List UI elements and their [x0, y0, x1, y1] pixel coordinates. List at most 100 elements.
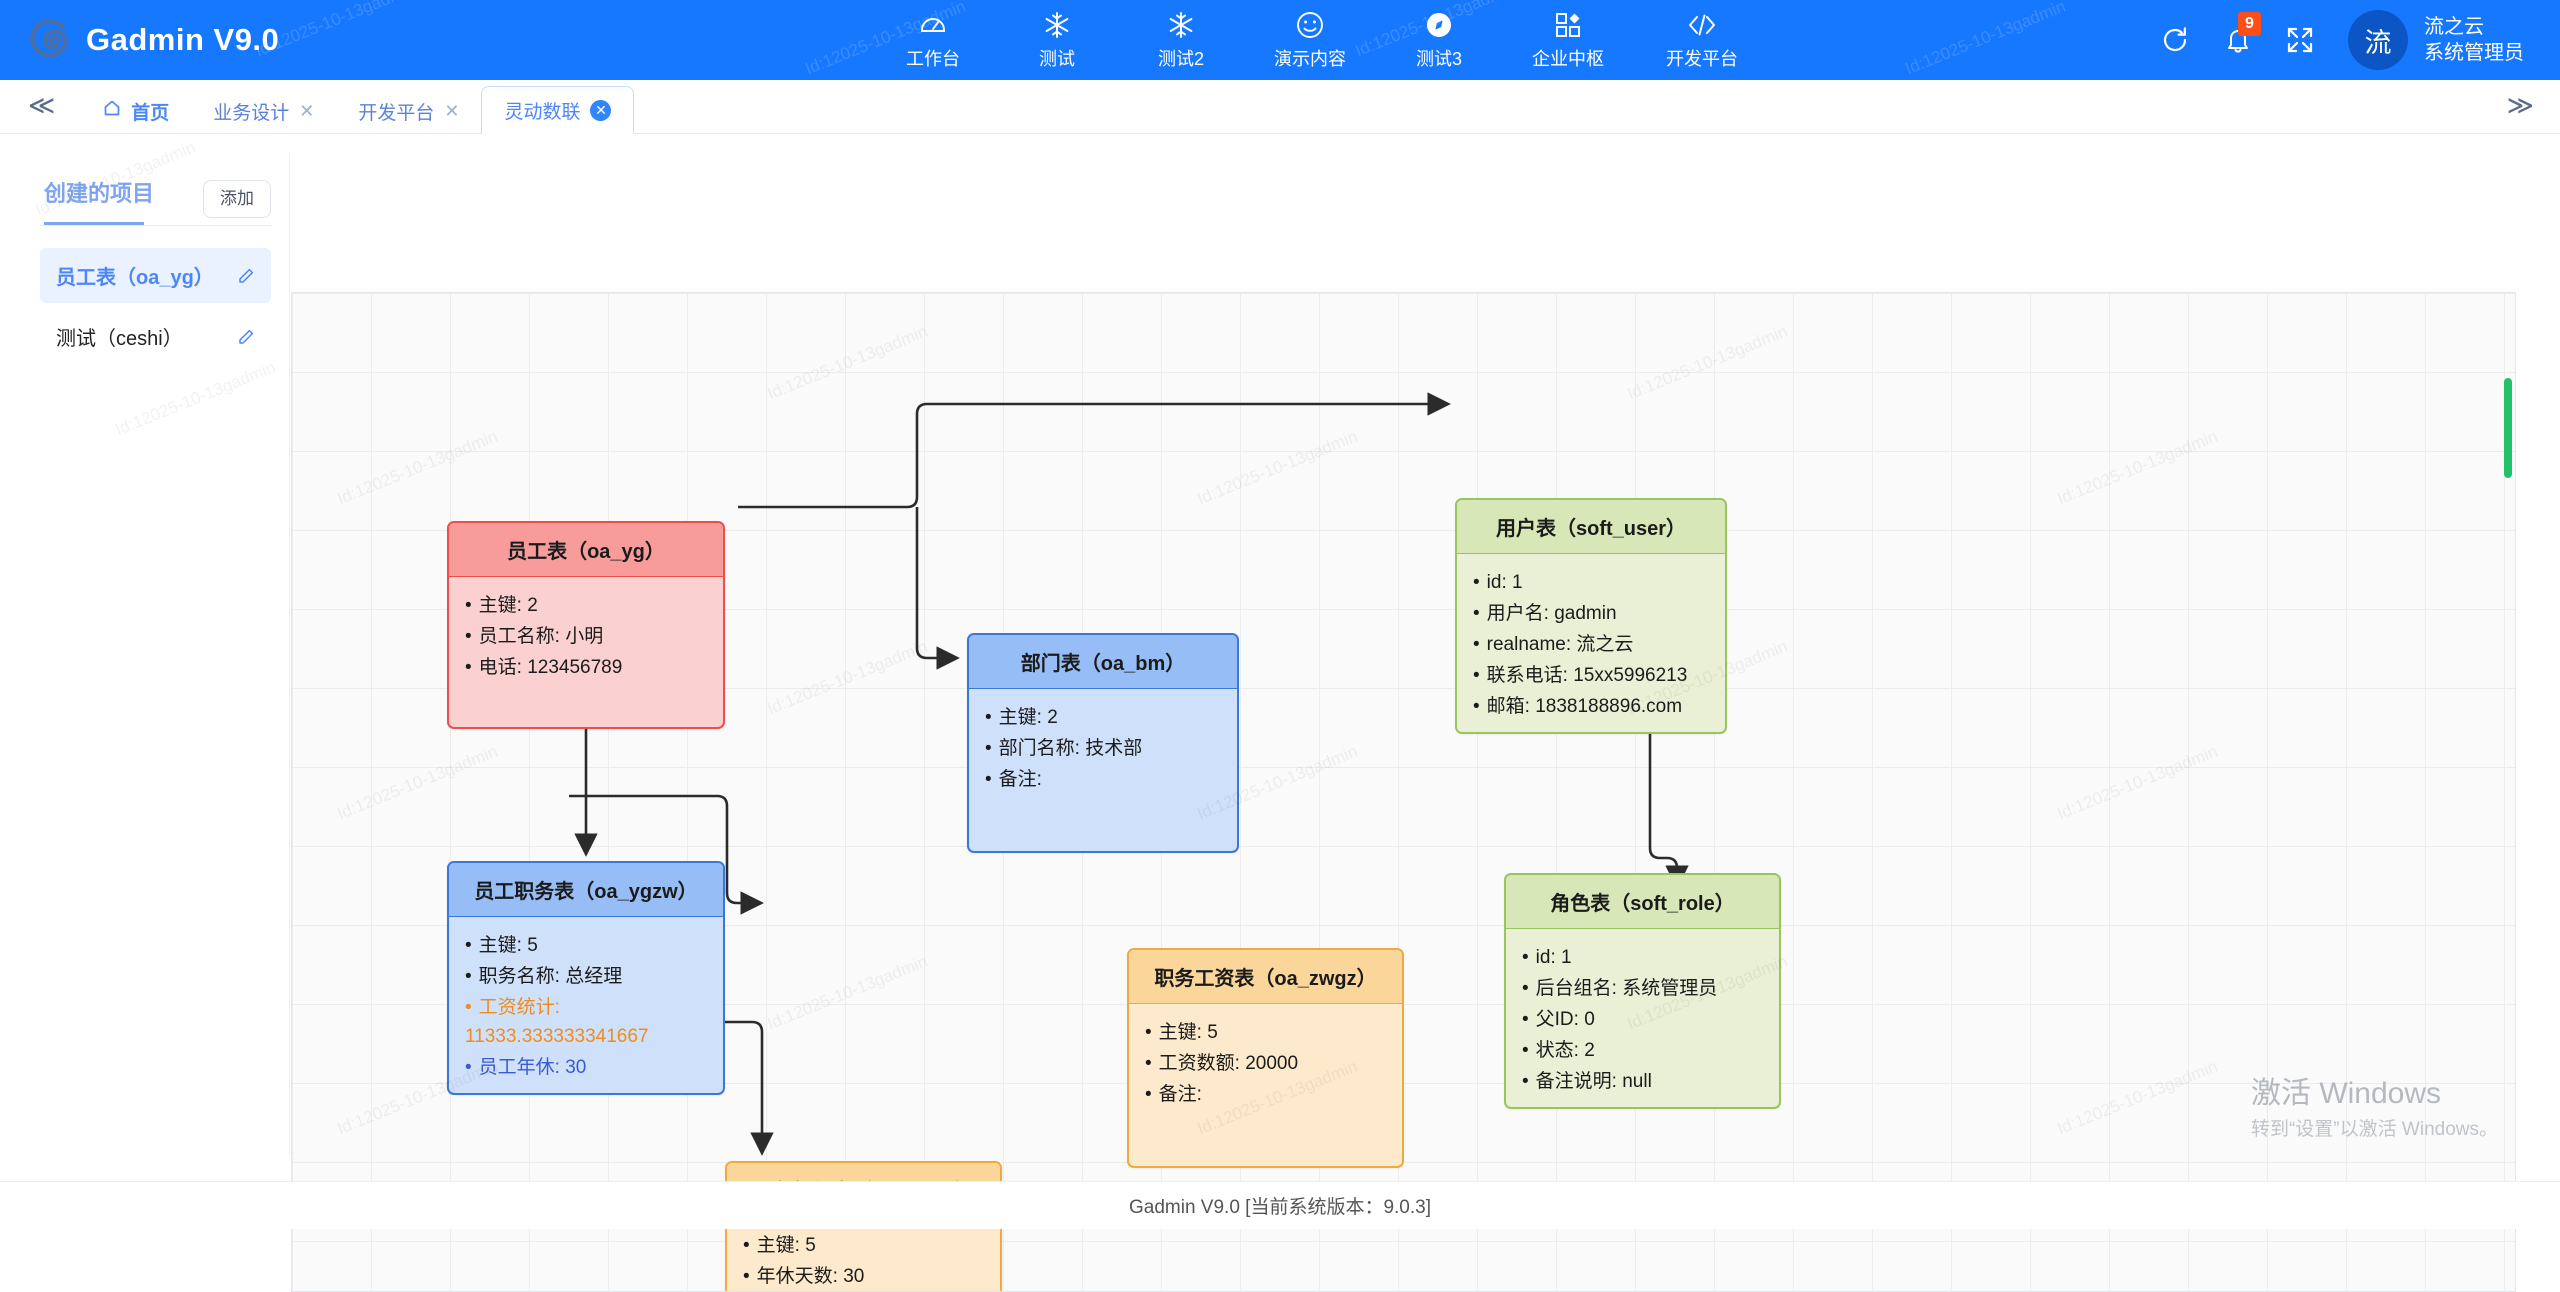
- brand: Gadmin V9.0: [0, 19, 480, 61]
- app-header: Gadmin V9.0 工作台 测试: [0, 0, 2560, 80]
- er-node-field: 部门名称: 技术部: [985, 734, 1221, 765]
- watermark: Id:12025-10-13gadmin: [334, 742, 500, 825]
- close-icon[interactable]: ✕: [590, 100, 611, 121]
- er-node-oa-ygzw[interactable]: 员工职务表（oa_ygzw） 主键: 5 职务名称: 总经理 工资统计: 113…: [447, 861, 725, 1095]
- er-node-field: 年休天数: 30: [743, 1262, 984, 1292]
- apps-grid-icon: [1554, 10, 1582, 40]
- er-node-body: 主键: 2 部门名称: 技术部 备注:: [969, 689, 1237, 851]
- er-node-body: 主键: 2 员工名称: 小明 电话: 123456789: [449, 577, 723, 727]
- er-node-title: 职务工资表（oa_zwgz）: [1129, 950, 1402, 1004]
- er-node-field: 备注:: [1145, 1080, 1386, 1111]
- nav-label: 测试3: [1416, 45, 1462, 71]
- tab-label: 首页: [131, 98, 169, 125]
- avatar[interactable]: 流: [2348, 10, 2408, 70]
- er-node-oa-zwgz[interactable]: 职务工资表（oa_zwgz） 主键: 5 工资数额: 20000 备注:: [1127, 948, 1404, 1168]
- home-icon: [103, 99, 121, 123]
- refresh-icon[interactable]: [2160, 25, 2190, 55]
- nav-item-workbench[interactable]: 工作台: [902, 10, 964, 71]
- er-node-field-annual-leave: 员工年休: 30: [465, 1053, 707, 1084]
- er-node-title: 角色表（soft_role）: [1506, 875, 1779, 929]
- fullscreen-icon[interactable]: [2286, 26, 2314, 54]
- nav-label: 测试2: [1158, 45, 1204, 71]
- er-node-soft-user[interactable]: 用户表（soft_user） id: 1 用户名: gadmin realnam…: [1455, 498, 1727, 734]
- sidebar-item-label: 测试（ceshi）: [56, 322, 183, 351]
- er-node-field: 主键: 5: [743, 1231, 984, 1262]
- er-node-field: 工资数额: 20000: [1145, 1049, 1386, 1080]
- er-node-field: realname: 流之云: [1473, 630, 1709, 661]
- er-node-field: 联系电话: 15xx5996213: [1473, 661, 1709, 692]
- watermark: Id:12025-10-13gadmin: [2054, 427, 2220, 510]
- nav-label: 演示内容: [1274, 45, 1346, 71]
- sidebar-list: 员工表（oa_yg） 测试（ceshi）: [22, 226, 289, 364]
- project-sidebar: 创建的项目 添加 员工表（oa_yg） 测试（ceshi）: [22, 154, 290, 1154]
- nav-item-demo-content[interactable]: 演示内容: [1274, 10, 1346, 71]
- dashboard-gauge-icon: [918, 10, 948, 40]
- app-body: 创建的项目 添加 员工表（oa_yg） 测试（ceshi）: [0, 134, 2560, 1181]
- nav-item-test3[interactable]: 测试3: [1408, 10, 1470, 71]
- er-node-field: 主键: 2: [985, 703, 1221, 734]
- add-project-button[interactable]: 添加: [203, 180, 271, 218]
- er-node-oa-yg[interactable]: 员工表（oa_yg） 主键: 2 员工名称: 小明 电话: 123456789: [447, 521, 725, 729]
- tab-bar: ≪ 首页 业务设计 ✕ 开发平台 ✕ 灵动数联 ✕ ≫: [0, 80, 2560, 134]
- watermark: Id:12025-10-13gadmin: [764, 952, 930, 1035]
- snowflake-icon: [1167, 10, 1195, 40]
- tab-dev-platform[interactable]: 开发平台 ✕: [336, 89, 481, 133]
- nav-item-enterprise-hub[interactable]: 企业中枢: [1532, 10, 1604, 71]
- er-node-field: 职务名称: 总经理: [465, 962, 707, 993]
- tab-label: 业务设计: [213, 98, 289, 125]
- watermark: Id:12025-10-13gadmin: [1624, 322, 1790, 405]
- pencil-icon[interactable]: [237, 267, 255, 285]
- er-node-oa-bm[interactable]: 部门表（oa_bm） 主键: 2 部门名称: 技术部 备注:: [967, 633, 1239, 853]
- user-name: 流之云: [2424, 14, 2524, 40]
- er-node-body: 主键: 5 职务名称: 总经理 工资统计: 11333.333333341667…: [449, 917, 723, 1093]
- main-nav: 工作台 测试 测试2: [480, 0, 2160, 80]
- watermark: Id:12025-10-13gadmin: [2054, 1057, 2220, 1140]
- chevron-double-left-icon[interactable]: ≪: [0, 90, 81, 133]
- er-node-field: 状态: 2: [1522, 1036, 1763, 1067]
- nav-item-test[interactable]: 测试: [1026, 10, 1088, 71]
- close-icon[interactable]: ✕: [444, 101, 459, 122]
- sidebar-item-oa-yg[interactable]: 员工表（oa_yg）: [40, 248, 271, 303]
- pencil-icon[interactable]: [237, 328, 255, 346]
- brand-title: Gadmin V9.0: [86, 22, 279, 58]
- tab-label: 灵动数联: [504, 97, 580, 124]
- nav-label: 测试: [1039, 45, 1075, 71]
- er-node-field: 主键: 5: [1145, 1018, 1386, 1049]
- watermark: Id:12025-10-13gadmin: [2054, 742, 2220, 825]
- chevron-double-right-icon[interactable]: ≫: [2507, 90, 2560, 133]
- watermark: Id:12025-10-13gadmin: [1194, 427, 1360, 510]
- er-node-title: 员工职务表（oa_ygzw）: [449, 863, 723, 917]
- nav-label: 企业中枢: [1532, 45, 1604, 71]
- sidebar-item-ceshi[interactable]: 测试（ceshi）: [40, 309, 271, 364]
- watermark: Id:12025-10-13gadmin: [764, 322, 930, 405]
- close-icon[interactable]: ✕: [299, 101, 314, 122]
- sidebar-tab-created-projects[interactable]: 创建的项目: [44, 176, 154, 222]
- er-node-title: 用户表（soft_user）: [1457, 500, 1725, 554]
- er-node-field: 父ID: 0: [1522, 1005, 1763, 1036]
- bell-icon[interactable]: 9: [2224, 25, 2252, 55]
- er-node-title: 员工表（oa_yg）: [449, 523, 723, 577]
- er-node-soft-role[interactable]: 角色表（soft_role） id: 1 后台组名: 系统管理员 父ID: 0 …: [1504, 873, 1781, 1109]
- er-node-field: 电话: 123456789: [465, 653, 707, 684]
- spiral-logo-icon: [30, 19, 72, 61]
- er-node-field: id: 1: [1473, 568, 1709, 599]
- watermark: Id:12025-10-13gadmin: [764, 637, 930, 720]
- watermark: Id:12025-10-13gadmin: [334, 427, 500, 510]
- header-actions: 9 流 流之云 系统管理员: [2160, 10, 2560, 70]
- compass-icon: [1424, 10, 1454, 40]
- tab-business-design[interactable]: 业务设计 ✕: [191, 89, 336, 133]
- er-diagram-canvas[interactable]: 员工表（oa_yg） 主键: 2 员工名称: 小明 电话: 123456789 …: [291, 292, 2516, 1292]
- canvas-scrollbar-thumb[interactable]: [2504, 378, 2512, 478]
- er-node-field: 备注:: [985, 765, 1221, 796]
- user-meta[interactable]: 流之云 系统管理员: [2424, 14, 2524, 67]
- er-node-field: 主键: 5: [465, 931, 707, 962]
- er-node-field: 员工名称: 小明: [465, 622, 707, 653]
- nav-item-dev-platform[interactable]: 开发平台: [1666, 10, 1738, 71]
- er-node-body: 主键: 5 工资数额: 20000 备注:: [1129, 1004, 1402, 1166]
- sidebar-header: 创建的项目 添加: [22, 154, 289, 222]
- er-node-body: id: 1 用户名: gadmin realname: 流之云 联系电话: 15…: [1457, 554, 1725, 732]
- tab-lingdong-shulian[interactable]: 灵动数联 ✕: [481, 86, 634, 134]
- er-node-field: 用户名: gadmin: [1473, 599, 1709, 630]
- nav-item-test2[interactable]: 测试2: [1150, 10, 1212, 71]
- tab-home[interactable]: 首页: [81, 89, 191, 133]
